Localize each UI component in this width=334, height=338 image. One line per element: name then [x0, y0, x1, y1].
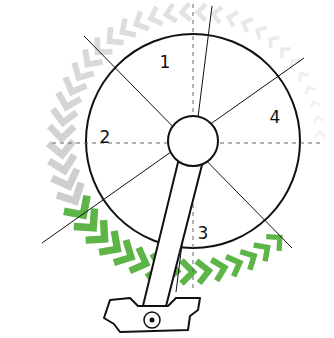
chevron — [226, 10, 237, 27]
chevron — [211, 257, 227, 281]
chevron — [226, 253, 243, 276]
pedal — [104, 298, 200, 332]
callout-number: 3 — [198, 225, 209, 242]
chevron — [148, 7, 163, 27]
callout-number: 2 — [100, 129, 111, 146]
chevron — [277, 45, 290, 58]
chevron — [61, 77, 86, 96]
chevron — [266, 33, 279, 48]
chevron — [51, 109, 77, 124]
chevron — [303, 85, 315, 94]
chevron — [117, 19, 136, 41]
chevron — [181, 3, 191, 21]
chevron — [196, 260, 210, 284]
chevron — [313, 116, 324, 123]
chevron — [309, 100, 320, 108]
chevron — [164, 4, 176, 23]
chevron — [49, 126, 74, 139]
callout-number: 4 — [270, 109, 281, 126]
chevron — [288, 57, 301, 69]
chevron — [182, 260, 194, 283]
chevron — [240, 16, 252, 32]
callout-number: 1 — [160, 54, 171, 71]
chevron — [197, 4, 206, 21]
chevron — [240, 247, 259, 270]
pedal-stroke-chevrons — [48, 3, 325, 283]
chevron — [296, 70, 309, 81]
chevron — [55, 93, 81, 110]
chevron — [132, 12, 149, 33]
crank-arm — [141, 116, 218, 318]
chevron — [254, 239, 273, 261]
chevron — [254, 24, 267, 40]
chevron — [212, 6, 222, 23]
chevron — [315, 132, 325, 138]
